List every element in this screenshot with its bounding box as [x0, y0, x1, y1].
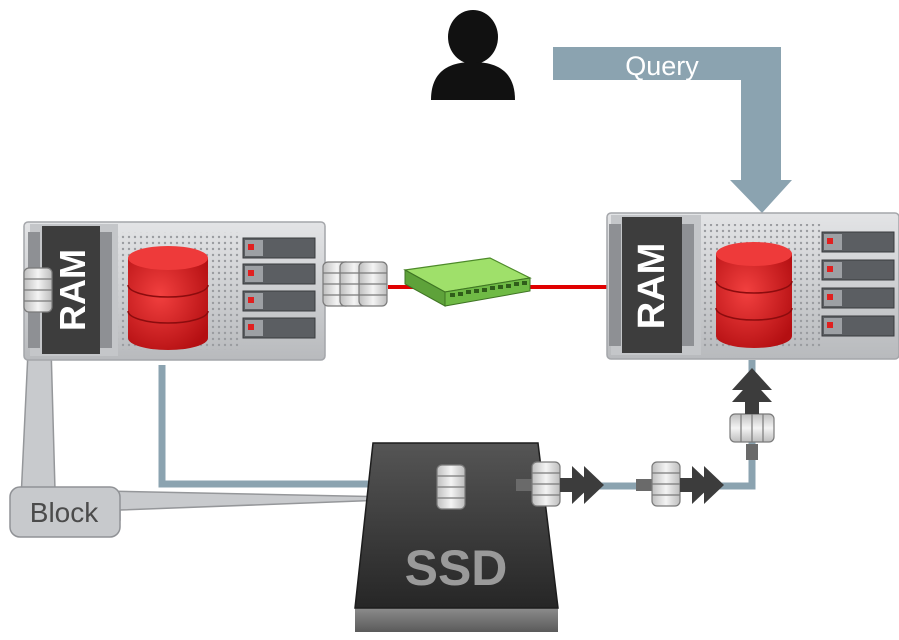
block-label-box — [9, 486, 121, 538]
left-ram-label: RAM — [52, 249, 93, 331]
ssd-drive-icon: SSD — [354, 442, 559, 632]
network-switch-icon — [403, 257, 532, 307]
memory-block-icon — [436, 464, 466, 510]
memory-block-icon — [23, 267, 53, 313]
memory-block-icon — [729, 413, 775, 443]
memory-block-icon — [358, 261, 388, 307]
block-label: Block — [30, 497, 99, 528]
query-arrow: Query — [553, 47, 792, 213]
arrow-icon — [680, 466, 724, 504]
arrow-icon — [732, 368, 772, 414]
database-icon — [127, 246, 209, 350]
database-icon — [715, 242, 793, 348]
arrow-icon — [560, 466, 604, 504]
memory-block-icon — [531, 461, 561, 507]
ssd-label: SSD — [405, 540, 508, 596]
memory-block-icon — [651, 461, 681, 507]
right-server: RAM — [606, 212, 899, 360]
user-icon — [431, 10, 515, 100]
right-ram-module: RAM — [609, 215, 701, 355]
query-label: Query — [625, 51, 699, 81]
data-flow-arrows — [516, 368, 775, 507]
left-server: RAM — [23, 221, 326, 361]
ssd-connector-line — [158, 365, 372, 488]
right-ram-label: RAM — [631, 243, 673, 330]
